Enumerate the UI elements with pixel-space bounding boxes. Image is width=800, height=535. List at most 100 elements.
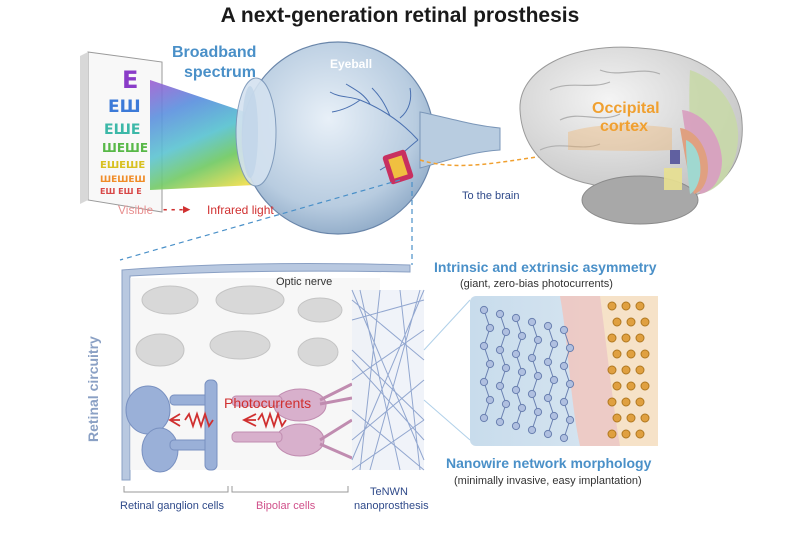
atom: [485, 395, 495, 405]
atom: [527, 353, 537, 363]
ganglion-label: Retinal ganglion cells: [120, 500, 224, 512]
atom: [549, 375, 559, 385]
chart-glyph: ШЕШЕ: [102, 141, 148, 155]
atom: [549, 339, 559, 349]
atom: [559, 397, 569, 407]
zoom-lines: [119, 179, 413, 265]
retina-panel: [121, 263, 425, 493]
infrared-label: Infrared light: [207, 203, 274, 217]
chart-glyph: ЕШЕ: [104, 122, 140, 138]
atom: [511, 349, 521, 359]
tissue-dot: [607, 397, 617, 407]
atom: [501, 363, 511, 373]
brain: [519, 46, 743, 225]
tissue-dot: [612, 381, 622, 391]
atom: [511, 421, 521, 431]
chart-glyph: ШЕШЕШ: [100, 175, 146, 185]
tissue-dot: [635, 301, 645, 311]
tissue-dot: [626, 381, 636, 391]
photocurrents-label: Photocurrents: [224, 395, 312, 411]
chart-glyph: ЕШ ЕШ Е: [100, 187, 142, 196]
tissue-dot: [607, 429, 617, 439]
nanowire-title: Nanowire network morphology: [446, 455, 652, 471]
chart-glyph: ЕШ: [108, 97, 141, 117]
atom: [517, 367, 527, 377]
eye-chart: E ЕШ ЕШЕ ШЕШЕ ЕШЕШЕ ШЕШЕШ ЕШ ЕШ Е: [80, 51, 163, 213]
eyeball: [235, 41, 501, 235]
atom: [527, 317, 537, 327]
tissue-dot: [635, 365, 645, 375]
nanowire-subtitle: (minimally invasive, easy implantation): [454, 475, 642, 487]
atom: [495, 309, 505, 319]
tissue-dot: [612, 349, 622, 359]
tissue-dot: [626, 349, 636, 359]
retinal-circuitry-label: Retinal circuitry: [85, 336, 101, 442]
atom: [501, 327, 511, 337]
nanoprosthesis-label: nanoprosthesis: [354, 500, 429, 512]
tissue-dot: [607, 365, 617, 375]
tissue-dot: [607, 301, 617, 311]
eyeball-label: Eyeball: [330, 57, 373, 71]
atom: [559, 361, 569, 371]
tissue-dot: [635, 397, 645, 407]
nanowire-network: [351, 289, 425, 471]
bipolar-cells: [231, 382, 353, 460]
atom: [533, 407, 543, 417]
to-brain-label: To the brain: [462, 190, 520, 202]
atom: [479, 377, 489, 387]
tissue-dot: [640, 381, 650, 391]
atom: [565, 379, 575, 389]
atom: [501, 399, 511, 409]
atom: [479, 305, 489, 315]
atom: [543, 393, 553, 403]
chart-glyph: E: [122, 66, 138, 94]
atom: [543, 321, 553, 331]
atom: [559, 433, 569, 443]
tissue-dot: [626, 317, 636, 327]
atom: [517, 331, 527, 341]
tissue-dot: [621, 365, 631, 375]
atom: [495, 417, 505, 427]
optic-nerve-label: Optic nerve: [276, 276, 333, 288]
atom: [533, 335, 543, 345]
tenwn-label: TeNWN: [370, 486, 408, 498]
visible-label: Visible: [118, 203, 154, 217]
atom: [511, 313, 521, 323]
tissue-dot: [621, 397, 631, 407]
infrared-arrow-icon: - - -▸: [163, 201, 190, 216]
tissue-dot: [640, 413, 650, 423]
broadband-label: Broadband: [172, 44, 257, 61]
atom: [533, 371, 543, 381]
tissue-dot: [635, 333, 645, 343]
atom: [517, 403, 527, 413]
cortex-label: cortex: [600, 118, 649, 135]
group-brackets: [123, 486, 349, 493]
atom: [495, 381, 505, 391]
ganglion-cells: [125, 379, 218, 473]
tissue-dot: [640, 317, 650, 327]
atom: [559, 325, 569, 335]
atom-lattice: [479, 301, 650, 443]
atom: [527, 425, 537, 435]
tissue-dot: [621, 301, 631, 311]
tissue-dot: [621, 429, 631, 439]
chart-glyph: ЕШЕШЕ: [100, 160, 145, 171]
asymmetry-subtitle: (giant, zero-bias photocurrents): [460, 278, 613, 290]
atom: [565, 415, 575, 425]
lattice-inset: [470, 296, 658, 446]
tissue-dot: [612, 317, 622, 327]
atom: [479, 413, 489, 423]
atom: [543, 429, 553, 439]
atom: [511, 385, 521, 395]
atom: [485, 323, 495, 333]
tissue-dot: [635, 429, 645, 439]
atom: [565, 343, 575, 353]
atom: [527, 389, 537, 399]
atom: [549, 411, 559, 421]
asymmetry-title: Intrinsic and extrinsic asymmetry: [434, 259, 657, 275]
tissue-dot: [621, 333, 631, 343]
atom: [495, 345, 505, 355]
spectrum-label: spectrum: [184, 64, 257, 81]
